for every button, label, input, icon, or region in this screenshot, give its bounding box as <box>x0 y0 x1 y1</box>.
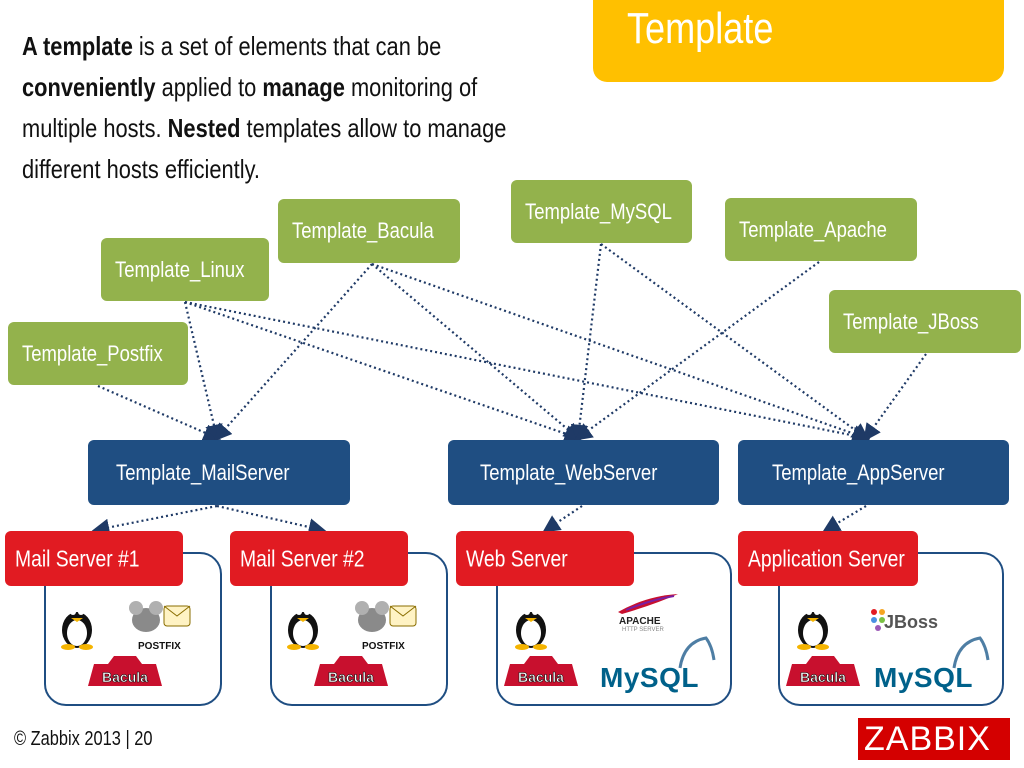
link-mailserver-mail1 <box>91 504 218 537</box>
footer-copyright: © Zabbix 2013 | 20 <box>14 728 153 750</box>
template-webserver-label: Template_WebServer <box>480 459 658 485</box>
template-mysql-label: Template_MySQL <box>525 198 672 224</box>
host-mail-server-1-label: Mail Server #1 <box>15 545 140 571</box>
intro-line-2: conveniently applied to manage monitorin… <box>22 67 492 108</box>
host-mail-server-2[interactable]: Mail Server #2 <box>230 531 408 586</box>
intro-text: A template is a set of elements that can… <box>22 26 582 190</box>
link-linux-appserver <box>184 300 871 445</box>
postfix-logo-text-2: POSTFIX <box>362 641 405 652</box>
link-bacula-webserver <box>371 263 582 441</box>
link-bacula-mailserver <box>214 263 373 442</box>
mysql-logo-text: MySQL <box>600 662 699 693</box>
linux-penguin-icon <box>515 609 547 650</box>
host-application-server-label: Application Server <box>748 545 905 571</box>
template-postfix[interactable]: Template_Postfix <box>8 322 188 385</box>
bacula-logo-icon: Bacula <box>88 656 162 686</box>
linux-penguin-icon <box>797 609 829 650</box>
linux-penguin-icon <box>61 609 93 650</box>
linux-penguin-icon <box>287 609 319 650</box>
svg-text:Bacula: Bacula <box>102 669 148 685</box>
template-apache[interactable]: Template_Apache <box>725 198 917 261</box>
intro-text-3a: multiple hosts. <box>22 113 168 143</box>
postfix-logo-text-1: POSTFIX <box>138 641 181 652</box>
intro-line-4: different hosts efficiently. <box>22 154 260 184</box>
link-mailserver-mail2 <box>216 504 327 536</box>
apache-logo-text: APACHE <box>619 616 661 627</box>
mysql-logo-text: MySQL <box>874 662 973 693</box>
intro-bold-conveniently: conveniently <box>22 72 156 102</box>
template-postfix-label: Template_Postfix <box>22 340 163 366</box>
template-bacula[interactable]: Template_Bacula <box>278 199 460 263</box>
template-linux-label: Template_Linux <box>115 256 245 282</box>
zabbix-logo-text: ZABBIX <box>864 720 991 758</box>
page-title: Template <box>627 4 774 53</box>
template-jboss[interactable]: Template_JBoss <box>829 290 1021 353</box>
intro-text-2a: applied to <box>155 72 263 102</box>
svg-text:Bacula: Bacula <box>328 669 374 685</box>
apache-logo-subtext: HTTP SERVER <box>622 627 664 633</box>
host-mail-server-2-label: Mail Server #2 <box>240 545 365 571</box>
host-web-server-label: Web Server <box>466 545 568 571</box>
intro-line-1: A template is a set of elements that can… <box>22 26 492 67</box>
jboss-dots-icon <box>871 609 885 631</box>
template-appserver-label: Template_AppServer <box>772 459 945 485</box>
svg-text:Bacula: Bacula <box>800 669 846 685</box>
zabbix-logo: ZABBIX <box>858 718 1010 760</box>
template-linux[interactable]: Template_Linux <box>101 238 269 301</box>
postfix-mouse-icon <box>129 601 191 632</box>
bacula-logo-icon: Bacula <box>786 656 860 686</box>
title-bar: Template <box>593 0 1004 82</box>
mysql-dolphin-icon <box>952 636 990 669</box>
intro-bold-nested: Nested <box>167 113 241 143</box>
template-appserver[interactable]: Template_AppServer <box>738 440 1009 505</box>
apache-feather-icon <box>618 594 678 614</box>
svg-text:Bacula: Bacula <box>518 669 564 685</box>
template-apache-label: Template_Apache <box>739 216 887 242</box>
template-mysql[interactable]: Template_MySQL <box>511 180 692 243</box>
host-mail-server-1[interactable]: Mail Server #1 <box>5 531 183 586</box>
intro-text-3b: templates allow to manage <box>240 113 507 143</box>
template-mailserver-label: Template_MailServer <box>116 459 290 485</box>
postfix-mouse-icon <box>355 601 417 632</box>
host-web-server[interactable]: Web Server <box>456 531 634 586</box>
intro-text-2b: monitoring of <box>344 72 478 102</box>
bacula-logo-icon: Bacula <box>504 656 578 686</box>
link-postfix-mailserver <box>97 384 222 441</box>
jboss-logo-text: JBoss <box>884 612 939 632</box>
template-mailserver[interactable]: Template_MailServer <box>88 440 350 505</box>
intro-text-1: is a set of elements that can be <box>132 31 442 61</box>
host-application-server[interactable]: Application Server <box>738 531 918 586</box>
intro-line-3: multiple hosts. Nested templates allow t… <box>22 108 506 149</box>
link-webserver-web <box>542 505 583 533</box>
link-linux-webserver <box>184 300 583 442</box>
intro-bold-manage: manage <box>262 72 345 102</box>
bacula-logo-icon: Bacula <box>314 656 388 686</box>
link-mysql-appserver <box>600 243 870 441</box>
link-appserver-app <box>822 505 867 533</box>
template-jboss-label: Template_JBoss <box>843 308 979 334</box>
mysql-dolphin-icon <box>678 636 716 669</box>
link-linux-mailserver <box>183 301 223 443</box>
template-bacula-label: Template_Bacula <box>292 218 434 243</box>
intro-bold-template: A template <box>22 31 133 61</box>
link-jboss-appserver <box>863 353 927 442</box>
link-bacula-appserver <box>371 262 871 442</box>
template-webserver[interactable]: Template_WebServer <box>448 440 719 505</box>
